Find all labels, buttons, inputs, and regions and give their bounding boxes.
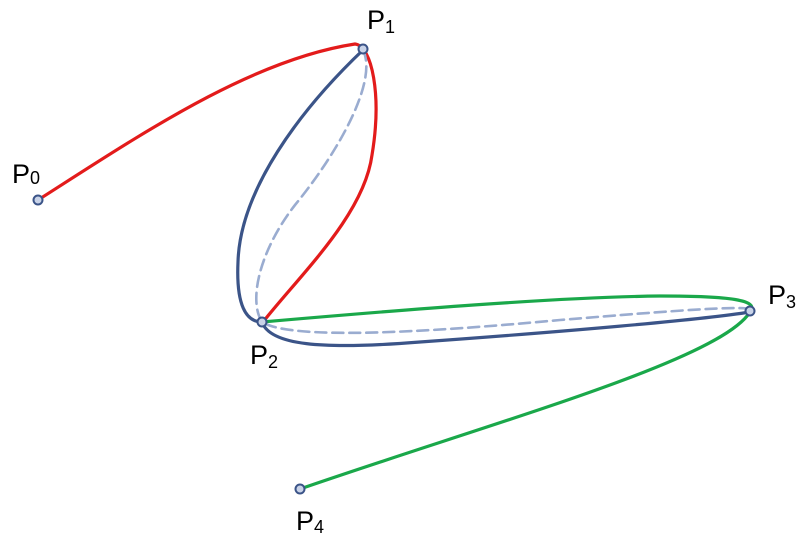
blue-curve-p1-p2-p3 [236,48,752,348]
label-p2: P2 [250,340,278,372]
red-curve-p0-p1-p2 [36,42,378,324]
control-point-p3 [744,305,756,317]
label-p0: P0 [12,159,40,189]
control-point-p4 [294,483,306,495]
green-curve-p2-p3-p4 [260,294,754,491]
label-p4: P4 [296,506,324,535]
label-p1: P1 [367,5,395,37]
control-point-p0 [32,194,44,206]
control-point-p1 [357,43,369,55]
dashed-curve-p1-p2-p3 [255,48,752,335]
label-p3: P3 [768,280,796,312]
control-point-p2 [256,316,268,328]
